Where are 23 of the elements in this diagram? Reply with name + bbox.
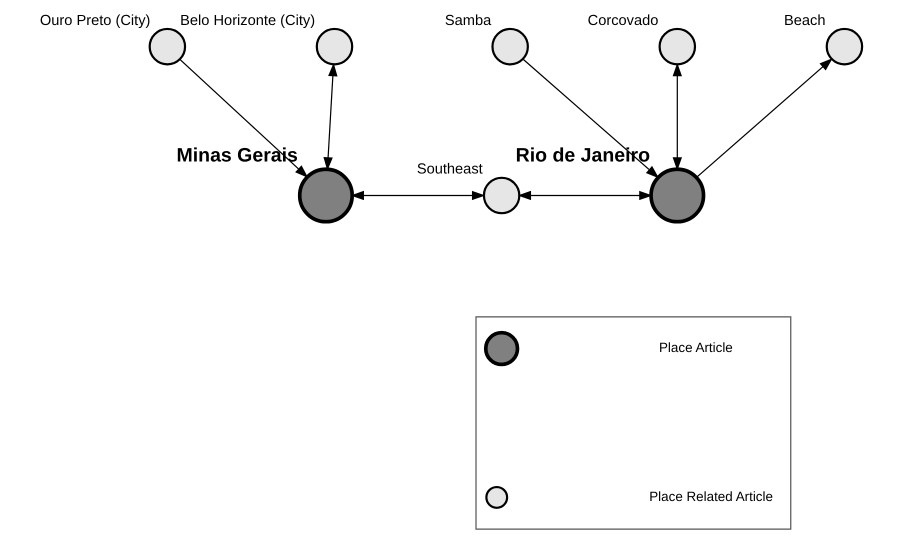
arrow	[517, 190, 652, 200]
node-circle	[490, 28, 528, 66]
node-label: Beach	[784, 12, 826, 29]
legend-label: Place Article	[658, 340, 732, 355]
arrow	[696, 58, 832, 178]
node-circle	[315, 28, 353, 66]
node-circle	[658, 28, 696, 66]
legend-label: Place Related Article	[648, 488, 772, 504]
node-label: Corcovado	[587, 12, 658, 29]
cluster	[474, 316, 791, 530]
node-label: Ouro Preto (City)	[39, 12, 150, 29]
node-circle	[297, 167, 354, 224]
node-circle	[825, 28, 863, 66]
arrow	[178, 58, 308, 178]
node-label: Samba	[444, 12, 491, 29]
node-circle	[148, 28, 186, 66]
node-circle	[484, 486, 508, 509]
node-label: Southeast	[416, 162, 482, 178]
node-circle	[482, 176, 520, 214]
node-label: Belo Horizonte (City)	[180, 12, 315, 29]
node-circle	[648, 167, 705, 224]
node-circle	[483, 330, 519, 366]
arrow	[522, 58, 659, 178]
